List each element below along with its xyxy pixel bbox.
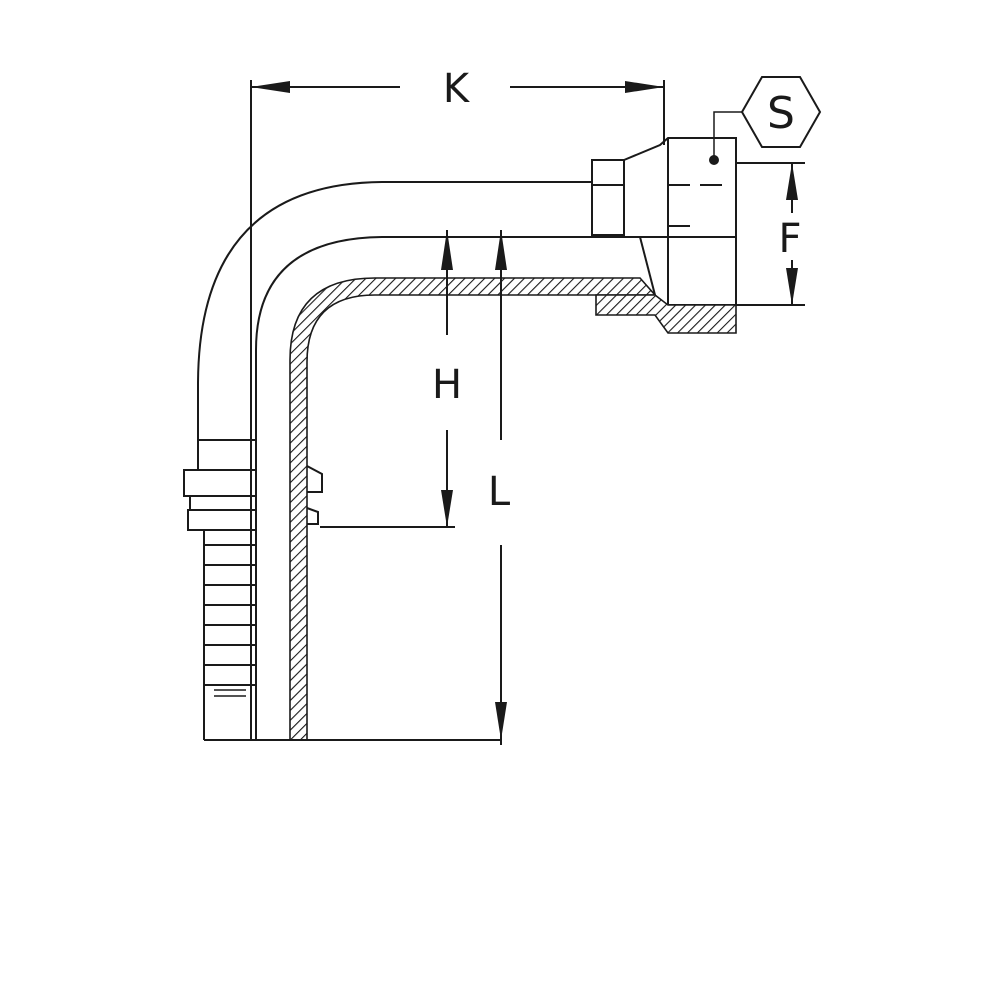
k-label: K [443,66,471,112]
dimension-k: K [250,66,665,740]
s-label: S [767,88,795,139]
f-arrow-bottom [786,268,798,305]
hose-socket [183,439,257,741]
tube-wall-section [289,277,657,741]
s-leader [713,111,742,160]
elbow-outer-contour [197,181,592,440]
nut-face [667,236,737,306]
f-arrow-top [786,163,798,200]
k-arrow-left [251,81,290,93]
nut-step-line [639,236,656,296]
k-arrow-right [625,81,664,93]
dimension-s: S [713,76,822,160]
l-arrow-top [495,230,507,270]
socket-detail-marks [214,689,246,697]
hex-collar [591,159,625,236]
nut-thread-dash [668,184,722,227]
nut-body-top [623,137,737,237]
dimension-l: L [488,230,511,745]
socket-neck [189,495,257,511]
h-arrow-bottom [441,490,453,527]
barb-detail [306,465,323,525]
dimension-h: H [320,230,462,528]
socket-ring [183,469,257,497]
l-arrow-bottom [495,702,507,740]
socket-ridge-1 [187,509,257,531]
l-label: L [488,469,511,515]
f-label: F [778,216,801,262]
nut-bore-line [640,138,669,238]
swivel-nut [591,137,737,334]
h-label: H [432,362,462,408]
dimension-f: F [736,162,805,306]
h-arrow-top [441,230,453,270]
elbow-body [197,181,640,740]
socket-collar [197,439,257,471]
nut-hatched-section [595,294,737,334]
socket-serrations [203,530,256,741]
s-hexagon [740,76,822,148]
elbow-inner-contour [255,236,640,740]
